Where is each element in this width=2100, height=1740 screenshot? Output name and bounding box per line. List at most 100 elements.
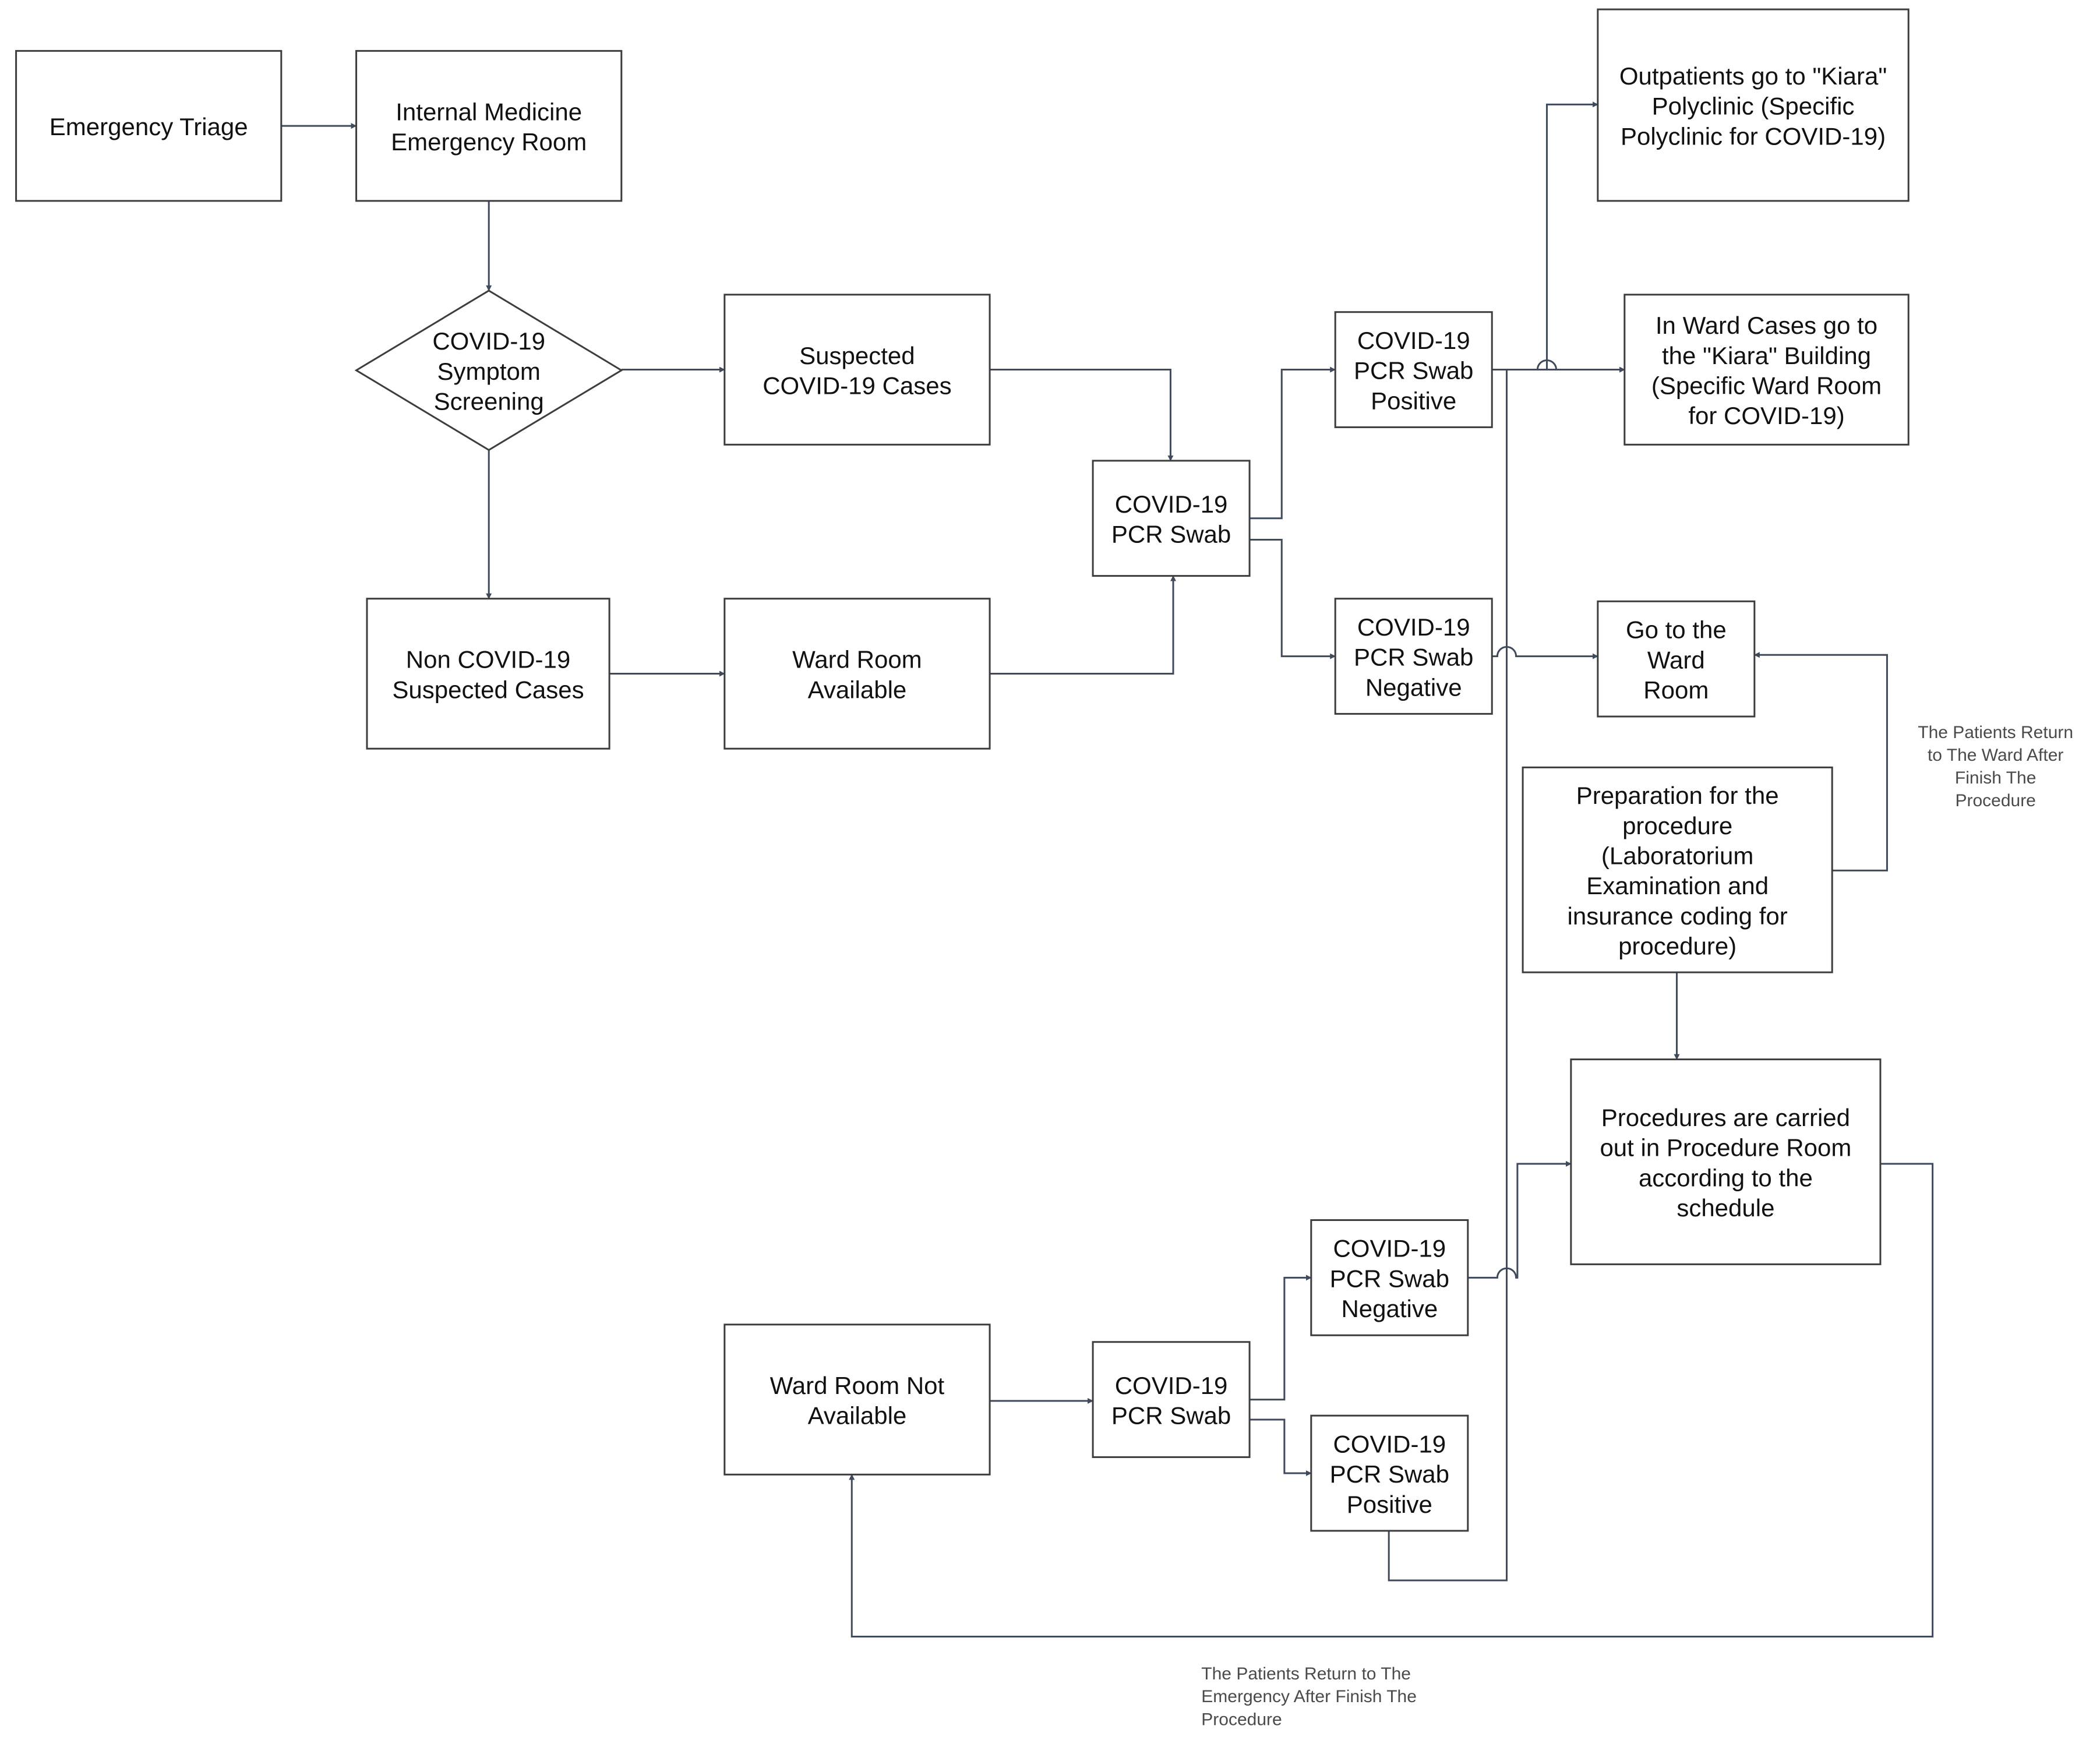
node-label-line: Preparation for the [1576,782,1779,809]
edge-pcr-positive-top-to-outpatients-kiara [1492,101,1598,371]
note-text-line: The Patients Return [1918,723,2073,742]
node-label-line: (Specific Ward Room [1651,372,1882,400]
edge-pcr-swab-top-to-pcr-negative-top [1250,539,1336,659]
node-label-line: Ward [1647,646,1705,673]
node-label-line: COVID-19 [1357,613,1470,641]
node-label-line: PCR Swab [1111,521,1231,548]
node-outpatients-kiara: Outpatients go to "Kiara"Polyclinic (Spe… [1597,8,1910,202]
node-label-line: for COVID-19) [1688,402,1844,429]
node-label-line: PCR Swab [1330,1460,1449,1488]
node-label-line: Go to the [1626,616,1727,644]
node-label-line: In Ward Cases go to [1656,312,1877,339]
node-label-line: Symptom [437,358,540,385]
node-label-line: procedure [1622,812,1732,839]
node-label-line: PCR Swab [1111,1402,1231,1430]
process-box [15,50,283,202]
node-preparation: Preparation for the procedure (Laboratoriu… [1522,766,1833,973]
process-box [1597,600,1756,718]
node-label-line: Available [808,676,907,703]
node-label-line: Examination and [1586,872,1769,899]
node-label-line: Suspected Cases [392,676,584,703]
node-emergency-triage: Emergency Triage [15,50,283,202]
node-label-line: Positive [1347,1491,1432,1518]
node-label-line: Polyclinic (Specific [1652,93,1855,120]
node-label-line: Negative [1341,1295,1438,1322]
node-label-line: Procedures are carried [1601,1104,1850,1131]
process-box [1597,8,1910,202]
node-label-line: Polyclinic for COVID-19) [1621,122,1886,150]
edge-pcr-positive-bottom-to-inward-kiara [1388,366,1625,1582]
process-box [1092,1341,1251,1458]
node-label-line: COVID-19 [1115,1372,1228,1399]
edge-suspected-cases-to-pcr-swab-top [990,369,1174,461]
node-label-line: COVID-19 [1333,1430,1446,1457]
node-label-line: the "Kiara" Building [1662,342,1871,369]
node-label-line: according to the [1639,1164,1813,1191]
node-label-line: COVID-19 [1115,490,1228,518]
node-label-line: PCR Swab [1354,357,1473,384]
process-box [723,294,991,446]
process-box [1522,766,1833,973]
process-box [723,598,991,750]
note-text-line: Finish The [1955,768,2037,788]
process-box [723,1323,991,1476]
node-label-line: COVID-19 [432,327,545,355]
note-text-line: Emergency After Finish The [1201,1687,1417,1706]
notes-layer: The Patients Return to The Ward AfterFini… [1201,723,2073,1729]
note-text-line: to The Ward After [1928,746,2063,765]
node-label-line: Internal Medicine [396,98,582,125]
edge-ward-room-available-to-pcr-swab-top [990,575,1177,675]
edge-preparation-to-go-to-ward [1753,652,1888,871]
node-label-line: Room [1643,676,1709,704]
node-label-line: Emergency Triage [50,113,248,140]
node-label-line: schedule [1677,1194,1774,1222]
node-label-line: insurance coding for [1568,902,1788,930]
edge-pcr-swab-bottom-to-pcr-positive-bottom [1250,1418,1312,1477]
node-label-line: PCR Swab [1354,644,1473,671]
process-box [1310,1414,1469,1532]
edge-pcr-swab-top-to-pcr-positive-top [1250,366,1336,520]
node-label-line: Available [808,1402,907,1430]
process-box [355,50,623,202]
process-box [1334,598,1493,715]
node-label-line: Positive [1371,387,1456,414]
node-label-line: (Laboratorium [1601,842,1753,869]
node-label-line: procedure) [1618,933,1737,960]
process-box [1623,294,1910,446]
edge-procedures-to-ward-not-available [849,1163,1934,1638]
process-box [1310,1219,1469,1336]
node-label-line: Screening [434,388,544,415]
node-label-line: Non COVID-19 [406,646,570,673]
process-box [1334,311,1493,428]
process-box [1570,1058,1882,1265]
node-label-line: out in Procedure Room [1600,1134,1851,1162]
edges-layer [281,101,1934,1638]
decision-diamond [354,290,623,451]
node-label-line: COVID-19 [1333,1235,1446,1262]
note-text-line: Procedure [1955,791,2035,810]
node-inward-kiara: In Ward Cases go to the "Kiara" Building (… [1623,294,1910,446]
edge-pcr-negative-bottom-to-procedures [1467,1160,1572,1279]
note-text-line: The Patients Return to The [1201,1664,1411,1683]
node-procedures: Procedures are carried out in Procedure R… [1570,1058,1882,1265]
node-label-line: Ward Room [792,646,922,673]
node-label-line: Suspected [799,342,915,369]
note-text-line: Procedure [1201,1710,1282,1729]
process-box [366,598,610,750]
node-label-line: Ward Room Not [770,1372,945,1399]
note-return-ward-note: The Patients Return to The Ward AfterFini… [1918,723,2073,810]
node-label-line: Negative [1365,673,1462,701]
